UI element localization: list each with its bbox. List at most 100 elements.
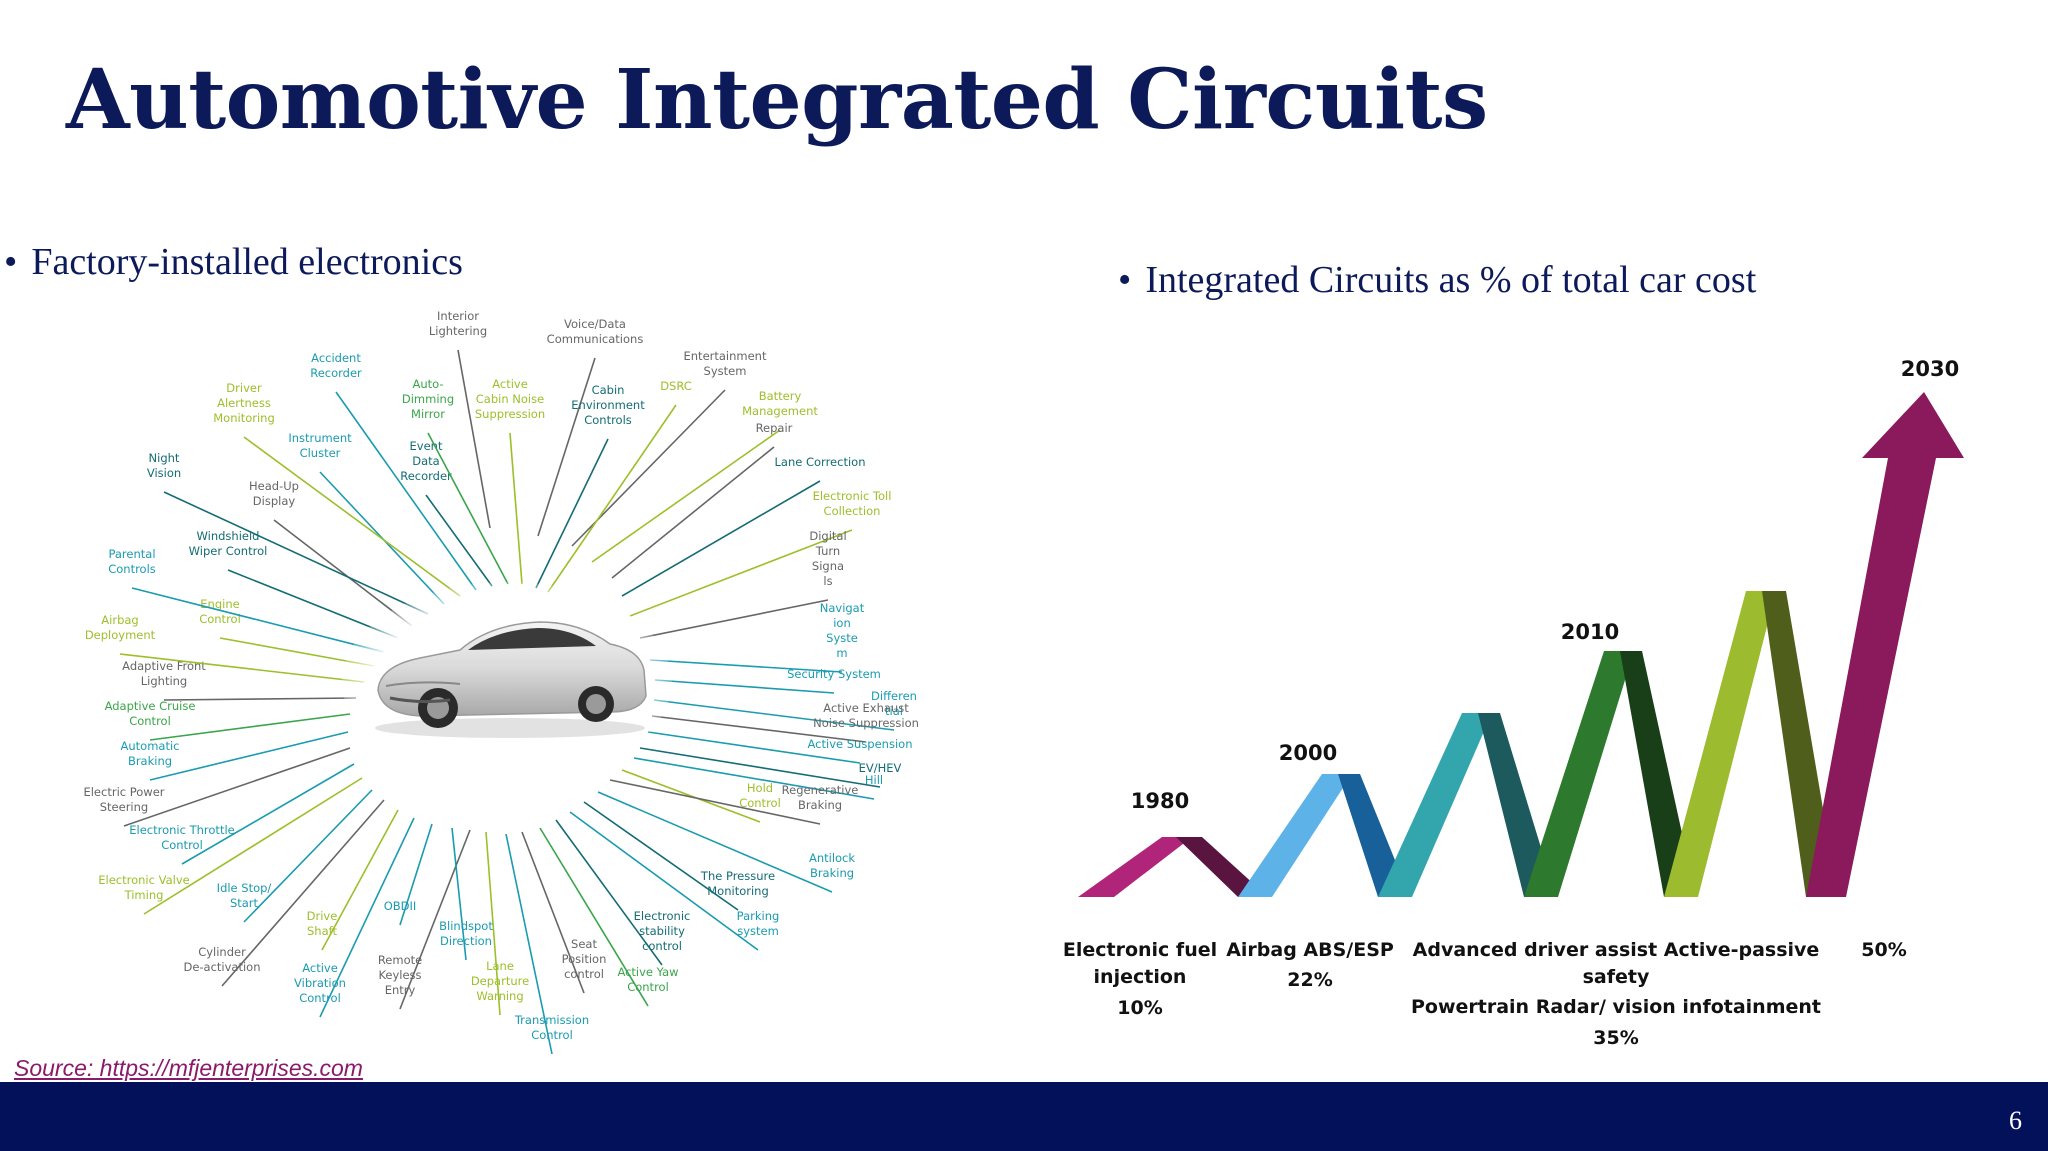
radial-label: OBDII [384, 899, 417, 913]
ribbon-segment-1980-down [1176, 837, 1268, 897]
radial-connector-line [639, 599, 829, 639]
radial-connector-line [163, 697, 357, 701]
radial-connector-line [591, 429, 781, 563]
caption-2-line1: Airbag ABS/ESP [1226, 939, 1394, 961]
radial-connector-line [597, 791, 833, 893]
caption-3-line3: Powertrain Radar/ vision infotainment [1411, 996, 1821, 1018]
radial-connector-line [143, 777, 363, 915]
radial-label: Active Suspension [808, 737, 913, 751]
radial-label: DSRC [660, 379, 692, 393]
radial-connector-line [651, 715, 867, 743]
source-link[interactable]: Source: https://mfjenterprises.com [14, 1055, 363, 1081]
radial-connector-line [609, 779, 821, 825]
radial-label: Idle Stop/Start [217, 881, 272, 910]
bullet-dot: • [4, 241, 18, 283]
radial-connector-line [425, 494, 493, 587]
radial-connector-line [149, 731, 349, 781]
caption-3-line2: safety [1583, 966, 1650, 988]
radial-connector-line [319, 817, 415, 1018]
caption-4-line1: 50% [1861, 939, 1906, 961]
bullet-ic-percentage: • Integrated Circuits as % of total car c… [1118, 258, 1756, 302]
radial-connector-line [629, 529, 853, 617]
car-illustration [375, 621, 647, 738]
radial-label: EV/HEV [859, 761, 902, 775]
ribbon-segment-2010-up [1524, 651, 1634, 897]
year-label-1980: 1980 [1131, 789, 1189, 813]
footer-bar: 6 [0, 1082, 2048, 1151]
caption-1-value: 10% [1117, 997, 1162, 1019]
radial-label: Hill [865, 773, 883, 787]
radial-connector-line [537, 357, 596, 537]
bullet-factory-electronics: • Factory-installed electronics [4, 240, 463, 284]
radial-connector-line [131, 587, 385, 653]
caption-2-value: 22% [1287, 969, 1332, 991]
year-label-2010: 2010 [1561, 620, 1619, 644]
ribbon-segment-2000-down [1338, 774, 1410, 897]
radial-connector-line [505, 833, 553, 1055]
radial-connector-line [647, 731, 861, 764]
radial-connector-line [399, 829, 471, 1010]
ic-cost-chart: 1980 2000 2010 2030 Electronic fuel inje… [1063, 357, 1964, 1049]
radial-connector-line [149, 713, 351, 741]
bullet-text: Factory-installed electronics [31, 241, 463, 283]
bullet-dot: • [1118, 259, 1132, 301]
radial-connector-line [273, 519, 413, 627]
ribbon-segment-2000-up [1238, 774, 1352, 897]
radial-connector-line [221, 799, 385, 987]
bullet-text: Integrated Circuits as % of total car co… [1145, 259, 1757, 301]
radial-connector-line [633, 757, 875, 800]
radial-connector-line [123, 747, 351, 827]
radial-label: Repair [756, 421, 793, 435]
caption-3-line1: Advanced driver assist Active-passive [1413, 939, 1820, 961]
radial-connector-line [583, 801, 739, 911]
caption-1-line1: Electronic fuel [1063, 939, 1217, 961]
radial-label: Security System [787, 667, 881, 681]
caption-3-value: 35% [1593, 1027, 1638, 1049]
year-label-2030: 2030 [1901, 357, 1959, 381]
radial-connector-line [243, 789, 373, 923]
ribbon-segment-1980-up [1078, 837, 1192, 897]
radial-connector-line [243, 436, 461, 597]
ribbon-segment-2010-down [1620, 651, 1696, 897]
ribbon-segment-5-up [1664, 591, 1776, 897]
radial-connector-line [621, 480, 821, 597]
radial-connector-line [451, 827, 467, 961]
radial-connector-line [547, 404, 677, 593]
radial-connector-line [181, 763, 355, 865]
